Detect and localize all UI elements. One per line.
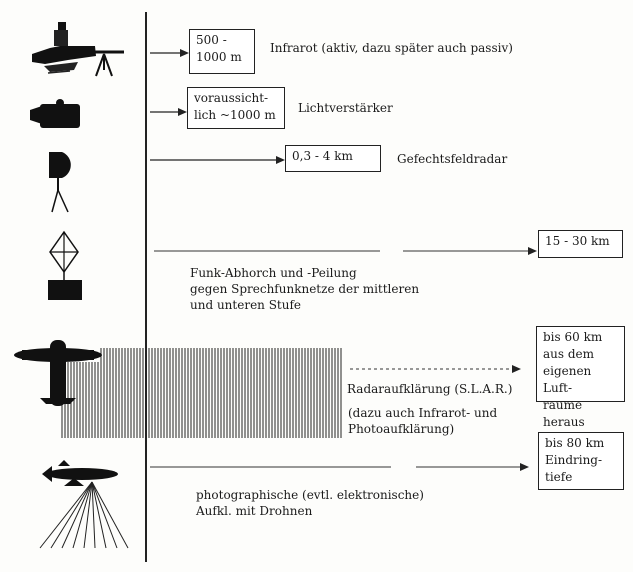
range-text: 1000 m xyxy=(196,50,242,64)
method-label: Infrarot (aktiv, dazu später auch passiv… xyxy=(270,41,513,55)
method-label: photographische (evtl. elektronische) xyxy=(196,488,424,502)
range-text: bis 80 km xyxy=(545,436,605,450)
method-label-block: (dazu auch Infrarot- und Photoaufklärung… xyxy=(348,405,497,437)
drone-icon xyxy=(39,460,129,549)
radar-antenna-icon xyxy=(49,152,71,213)
camera-ray xyxy=(50,481,93,549)
range-text: eigenen Luft- xyxy=(543,364,592,395)
arrowhead-icon xyxy=(276,156,285,164)
machine-gun-icon xyxy=(32,22,124,77)
range-box-infrared: 500 - 1000 m xyxy=(189,29,255,74)
camera-icon xyxy=(30,99,80,128)
range-box-radar: 0,3 - 4 km xyxy=(285,145,381,172)
camera-ray xyxy=(72,481,93,549)
arrowhead-icon xyxy=(512,365,521,373)
range-text: voraussicht- xyxy=(194,91,269,105)
range-box-radio-intercept: 15 - 30 km xyxy=(538,230,623,258)
range-box-slar: bis 60 km aus dem eigenen Luft- raume he… xyxy=(536,326,625,429)
method-label: (dazu auch Infrarot- und xyxy=(348,406,498,420)
arrowhead-icon xyxy=(180,49,189,57)
method-label-block: Funk-Abhorch und -Peilung gegen Sprechfu… xyxy=(190,265,419,313)
camera-ray xyxy=(91,481,107,549)
radio-direction-finder-icon xyxy=(48,230,82,300)
arrowhead-icon xyxy=(178,108,187,116)
camera-ray xyxy=(61,481,93,549)
range-text: aus dem xyxy=(543,347,595,361)
camera-ray xyxy=(83,481,93,549)
method-label: Radaraufklärung (S.L.A.R.) xyxy=(347,382,513,396)
camera-ray xyxy=(39,481,93,549)
arrowhead-icon xyxy=(520,463,529,471)
method-label: Photoaufklärung) xyxy=(348,422,455,436)
method-label: gegen Sprechfunknetze der mittleren xyxy=(190,282,420,296)
range-text: tiefe xyxy=(545,470,573,484)
range-text: bis 60 km xyxy=(543,330,603,344)
range-text: 15 - 30 km xyxy=(545,234,610,248)
method-label: Lichtverstärker xyxy=(298,101,393,115)
camera-ray xyxy=(91,481,96,549)
camera-ray xyxy=(91,481,129,549)
range-text: Eindring- xyxy=(545,453,603,467)
range-text: 0,3 - 4 km xyxy=(292,149,353,163)
method-label: und unteren Stufe xyxy=(190,298,302,312)
range-box-drone: bis 80 km Eindring- tiefe xyxy=(538,432,624,490)
method-label: Gefechtsfeldradar xyxy=(397,152,508,166)
method-label: Funk-Abhorch und -Peilung xyxy=(190,266,357,280)
arrowhead-icon xyxy=(528,247,537,255)
reconnaissance-aircraft-icon xyxy=(14,340,102,406)
range-text: 500 - xyxy=(196,33,227,47)
method-label-block: photographische (evtl. elektronische) Au… xyxy=(196,487,424,519)
range-box-light-amplifier: voraussicht- lich ~1000 m xyxy=(187,87,285,129)
method-label: Aufkl. mit Drohnen xyxy=(196,504,313,518)
range-text: raume heraus xyxy=(543,398,585,429)
range-text: lich ~1000 m xyxy=(194,108,276,122)
camera-ray xyxy=(91,481,118,549)
radar-sweep-hatching xyxy=(61,348,342,438)
